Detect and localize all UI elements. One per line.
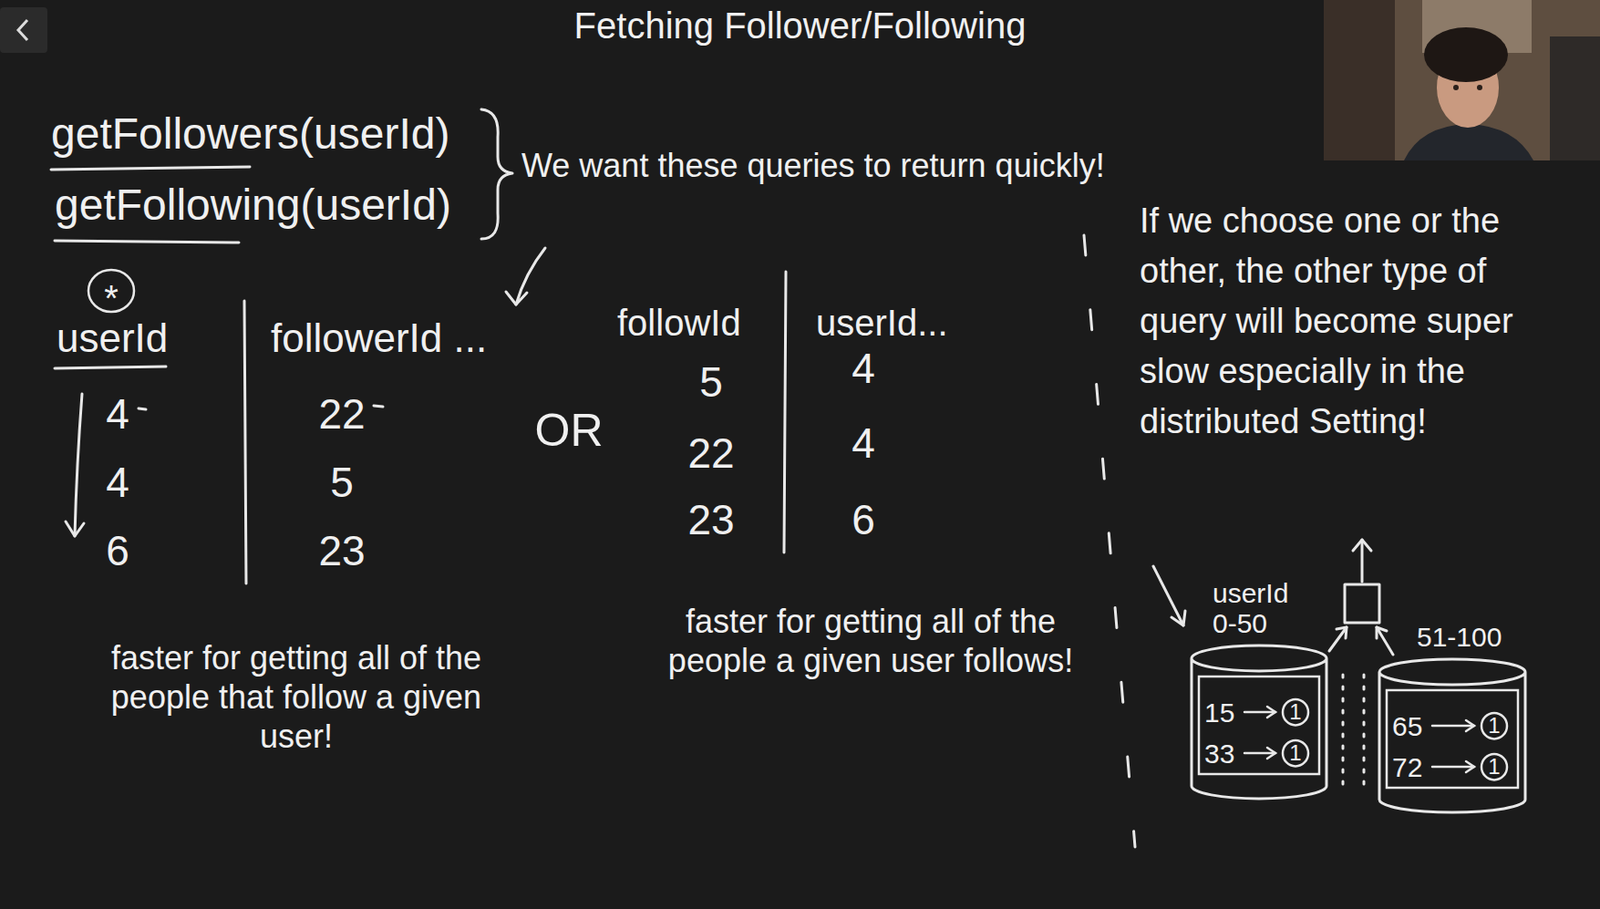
table-cell: 22 xyxy=(318,389,365,440)
or-label: OR xyxy=(535,402,604,458)
column-header: followId xyxy=(617,300,742,345)
user-id-number: 15 xyxy=(1204,697,1235,728)
arrow-head xyxy=(65,521,84,537)
arrow-head xyxy=(1267,747,1276,759)
mapping-arrow xyxy=(1432,765,1475,769)
circled-number: 1 xyxy=(1280,697,1311,727)
cylinder-outline xyxy=(1379,659,1526,813)
user-id-number: 33 xyxy=(1204,738,1235,769)
column-header: followerId ... xyxy=(270,314,487,363)
table-cell: 22 xyxy=(687,428,734,479)
webcam-background xyxy=(1323,0,1600,161)
webcam-hair xyxy=(1424,27,1508,83)
arrow-head xyxy=(1352,539,1372,551)
up-arrow xyxy=(1361,539,1364,582)
back-button xyxy=(0,7,48,53)
shard-arrow xyxy=(1329,627,1347,651)
arrow-head xyxy=(1465,761,1475,773)
webcam-shirt xyxy=(1403,123,1534,161)
table-cell: 4 xyxy=(851,343,876,394)
mapping-arrow xyxy=(1432,724,1475,728)
user-id-number: 65 xyxy=(1392,711,1423,742)
underline xyxy=(54,366,166,369)
database-shard: 1 1 51-100 65 72 xyxy=(1372,621,1530,816)
table-cell: 5 xyxy=(330,457,354,508)
arrow-head xyxy=(1171,610,1186,626)
mapping-arrow xyxy=(1244,711,1276,714)
scan-arrow xyxy=(74,393,83,537)
table-outline xyxy=(1198,676,1320,775)
section-divider xyxy=(1083,235,1136,847)
circled-number: 1 xyxy=(1280,738,1311,768)
pointer-arrow xyxy=(1153,566,1184,626)
arrow-head xyxy=(1336,627,1347,639)
arrow-head xyxy=(1267,706,1276,718)
dotted-line xyxy=(1341,674,1345,785)
back-button-bg xyxy=(0,7,48,53)
table-cell: 5 xyxy=(699,357,723,408)
webcam-inset xyxy=(1323,0,1600,161)
caption-note: faster for getting all of the people a g… xyxy=(656,601,1085,681)
caption-note: faster for getting all of the people tha… xyxy=(86,638,506,757)
router-box xyxy=(1344,584,1380,623)
tick-mark xyxy=(138,408,146,410)
note-text: We want these queries to return quickly! xyxy=(521,145,1105,186)
arrow-head xyxy=(1465,720,1475,732)
table-outline xyxy=(1386,690,1518,788)
underline xyxy=(54,240,239,243)
dotted-line xyxy=(1362,674,1366,785)
circled-symbol: 1 xyxy=(1479,752,1509,782)
user-id-number: 72 xyxy=(1392,752,1423,783)
function-signature: getFollowing(userId) xyxy=(54,178,452,232)
table-cell: 23 xyxy=(318,526,365,577)
database-shard: 1 1 userId 0-50 15 33 xyxy=(1185,578,1333,803)
arrow-head xyxy=(505,291,527,305)
column-header: userId... xyxy=(815,300,949,345)
table-cell: 4 xyxy=(105,457,130,508)
starred-key-circle: * xyxy=(86,268,136,314)
table-cell: 23 xyxy=(687,495,734,546)
page-title: Fetching Follower/Following xyxy=(0,3,1600,48)
webcam-cabinet xyxy=(1323,0,1395,161)
circled-number: 1 xyxy=(1479,711,1509,741)
arrow-head xyxy=(1376,627,1387,639)
webcam-eye xyxy=(1476,84,1483,91)
table-divider xyxy=(244,300,247,584)
shard-range-heading: userId 0-50 xyxy=(1212,578,1313,639)
shard-range-heading: 51-100 xyxy=(1416,621,1527,652)
circled-symbol: 1 xyxy=(1479,711,1509,741)
cylinder-outline xyxy=(1191,645,1327,799)
circled-symbol: * xyxy=(86,275,136,321)
mapping-arrow xyxy=(1244,752,1276,755)
circled-number: 1 xyxy=(1479,752,1509,782)
webcam-eye xyxy=(1453,84,1459,91)
shard-arrow xyxy=(1376,627,1394,655)
table-divider xyxy=(784,271,786,553)
function-signature: getFollowers(userId) xyxy=(51,107,450,161)
webcam-coat xyxy=(1549,36,1600,161)
underline xyxy=(51,166,250,170)
circled-symbol: 1 xyxy=(1280,697,1311,727)
table-cell: 6 xyxy=(105,526,130,577)
curly-bracket xyxy=(481,109,513,239)
tick-mark xyxy=(373,405,383,407)
circled-symbol: 1 xyxy=(1280,738,1311,768)
table-cell: 4 xyxy=(851,418,876,469)
column-header: userId xyxy=(56,314,168,363)
table-cell: 4 xyxy=(105,389,130,440)
back-chevron xyxy=(18,20,28,41)
note-text: If we choose one or the other, the other… xyxy=(1139,196,1569,447)
table-cell: 6 xyxy=(851,495,876,546)
pointer-arrow xyxy=(516,247,546,305)
